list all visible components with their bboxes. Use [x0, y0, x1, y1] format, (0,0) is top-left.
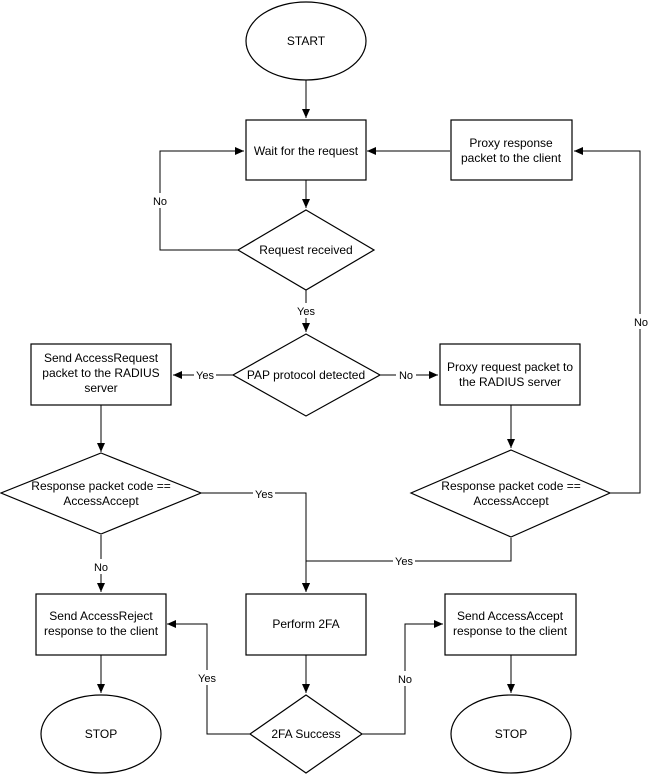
label-yes-left-resp: Yes	[253, 487, 275, 502]
label-no-pap: No	[396, 368, 416, 383]
node-resp-left: Response packet code == AccessAccept	[0, 452, 203, 535]
label-yes-right-resp-text: Yes	[395, 556, 413, 568]
node-request-received-label: Request received	[259, 243, 352, 257]
node-resp-right-line-2: AccessAccept	[473, 494, 549, 508]
node-stop-left: STOP	[40, 694, 162, 774]
node-wait: Wait for the request	[245, 119, 367, 181]
node-wait-label: Wait for the request	[254, 144, 359, 158]
label-no-right-up-text: No	[634, 317, 648, 329]
node-stop-left-label: STOP	[85, 727, 117, 741]
node-proxy-request-line-1: Proxy request packet to	[447, 360, 573, 374]
label-yes-pap-text: Yes	[196, 370, 214, 382]
node-proxy-request: Proxy request packet to the RADIUS serve…	[439, 343, 581, 406]
node-send-access-request: Send AccessRequest packet to the RADIUS …	[30, 343, 172, 406]
node-send-accept-line-2: response to the client	[453, 624, 568, 638]
node-send-reject: Send AccessReject response to the client	[35, 593, 167, 656]
node-start: START	[245, 1, 367, 81]
node-send-reject-line-1: Send AccessReject	[49, 609, 153, 623]
node-send-reject-line-2: response to the client	[44, 624, 159, 638]
node-resp-right: Response packet code == AccessAccept	[409, 449, 612, 538]
node-pap: PAP protocol detected	[231, 333, 382, 417]
node-send-access-request-line-1: Send AccessRequest	[44, 351, 159, 365]
node-stop-right-label: STOP	[495, 727, 527, 741]
node-send-accept: Send AccessAccept response to the client	[444, 593, 577, 656]
label-no-pap-text: No	[399, 370, 413, 382]
edge-resp-right-no-proxy-response	[574, 147, 641, 494]
node-2fa-success: 2FA Success	[248, 694, 364, 774]
node-request-received: Request received	[236, 209, 376, 291]
node-perform-2fa-label: Perform 2FA	[272, 617, 339, 631]
label-no-loop-text: No	[153, 196, 167, 208]
node-proxy-response-line-1: Proxy response	[469, 136, 553, 150]
node-resp-left-line-2: AccessAccept	[63, 494, 139, 508]
label-no-left-resp-text: No	[94, 562, 108, 574]
node-2fa-success-label: 2FA Success	[271, 727, 340, 741]
node-start-label: START	[287, 34, 326, 48]
node-send-access-request-line-2: packet to the RADIUS	[42, 366, 159, 380]
label-yes-left-resp-text: Yes	[255, 489, 273, 501]
label-yes-pap: Yes	[194, 368, 216, 383]
node-pap-label: PAP protocol detected	[247, 368, 365, 382]
label-yes-received: Yes	[295, 303, 317, 318]
label-no-loop: No	[150, 193, 170, 208]
node-perform-2fa: Perform 2FA	[245, 593, 367, 656]
node-proxy-request-line-2: the RADIUS server	[459, 375, 561, 389]
edge-resp-left-yes-2fa	[201, 492, 310, 592]
label-yes-right-resp: Yes	[393, 554, 415, 569]
node-send-accept-line-1: Send AccessAccept	[457, 609, 564, 623]
label-yes-2fa: Yes	[196, 670, 218, 685]
node-resp-left-line-1: Response packet code ==	[31, 479, 170, 493]
label-yes-received-text: Yes	[297, 306, 315, 318]
node-stop-right: STOP	[450, 694, 572, 774]
node-proxy-response: Proxy response packet to the client	[450, 119, 573, 181]
label-no-right-up: No	[631, 314, 650, 329]
node-send-access-request-line-3: server	[84, 381, 117, 395]
label-no-2fa: No	[395, 671, 415, 686]
label-no-2fa-text: No	[398, 674, 412, 686]
node-resp-right-line-1: Response packet code ==	[441, 479, 580, 493]
label-no-left-resp: No	[91, 559, 111, 574]
edge-labels: No Yes Yes No No Yes No Yes	[91, 193, 650, 686]
label-yes-2fa-text: Yes	[198, 673, 216, 685]
edge-received-no-loop	[159, 147, 244, 251]
node-proxy-response-line-2: packet to the client	[461, 151, 562, 165]
